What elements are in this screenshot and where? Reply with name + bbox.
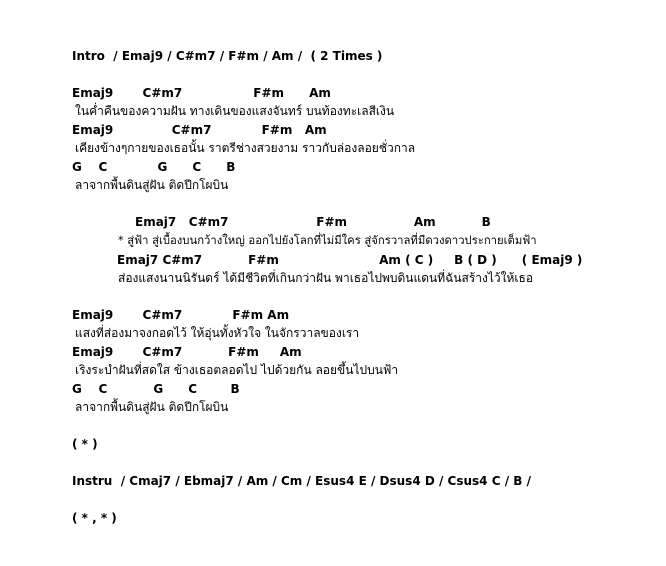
verse2-chord-line-3: G C G C B xyxy=(72,382,240,396)
verse2-lyric-line-2: เริงระบำฝันที่สดใส ข้างเธอตลอดไป ไปด้วยก… xyxy=(75,363,399,377)
chorus-lyric-line-1: * สู่ฟ้า สู่เบื้องบนกว้างใหญ่ ออกไปยังโล… xyxy=(118,234,537,247)
verse1-lyric-line-3: ลาจากพื้นดินสู่ฝัน ติดปีกโผบิน xyxy=(75,178,229,192)
verse1-chord-line-3: G C G C B xyxy=(72,160,236,174)
instrumental-line: Instru / Cmaj7 / Ebmaj7 / Am / Cm / Esus… xyxy=(72,474,531,488)
verse1-chord-line-1: Emaj9 C#m7 F#m Am xyxy=(72,86,331,100)
chorus-lyric-line-2: ส่องแสงนานนิรันดร์ ได้มีชีวิตที่เกินกว่า… xyxy=(118,271,534,285)
chorus-repeat-marker: ( * ) xyxy=(72,437,98,451)
verse1-chord-line-2: Emaj9 C#m7 F#m Am xyxy=(72,123,327,137)
chorus-chord-line-2: Emaj7 C#m7 F#m Am ( C ) B ( D ) ( Emaj9 … xyxy=(117,253,583,267)
intro-line: Intro / Emaj9 / C#m7 / F#m / Am / ( 2 Ti… xyxy=(72,49,383,63)
verse2-chord-line-1: Emaj9 C#m7 F#m Am xyxy=(72,308,290,322)
chorus-chord-line-1: Emaj7 C#m7 F#m Am B xyxy=(135,215,491,229)
verse2-lyric-line-3: ลาจากพื้นดินสู่ฝัน ติดปีกโผบิน xyxy=(75,400,229,414)
verse2-chord-line-2: Emaj9 C#m7 F#m Am xyxy=(72,345,302,359)
verse2-lyric-line-1: แสงที่ส่องมาจงกอดไว้ ให้อุ่นทั้งหัวใจ ใน… xyxy=(75,326,360,340)
verse1-lyric-line-1: ในค่ำคืนของความฝัน ทางเดินของแสงจันทร์ บ… xyxy=(75,104,395,118)
double-chorus-repeat-marker: ( * , * ) xyxy=(72,511,117,525)
verse1-lyric-line-2: เคียงข้างๆกายของเธอนั้น ราตรีช่างสวยงาม … xyxy=(75,141,416,155)
